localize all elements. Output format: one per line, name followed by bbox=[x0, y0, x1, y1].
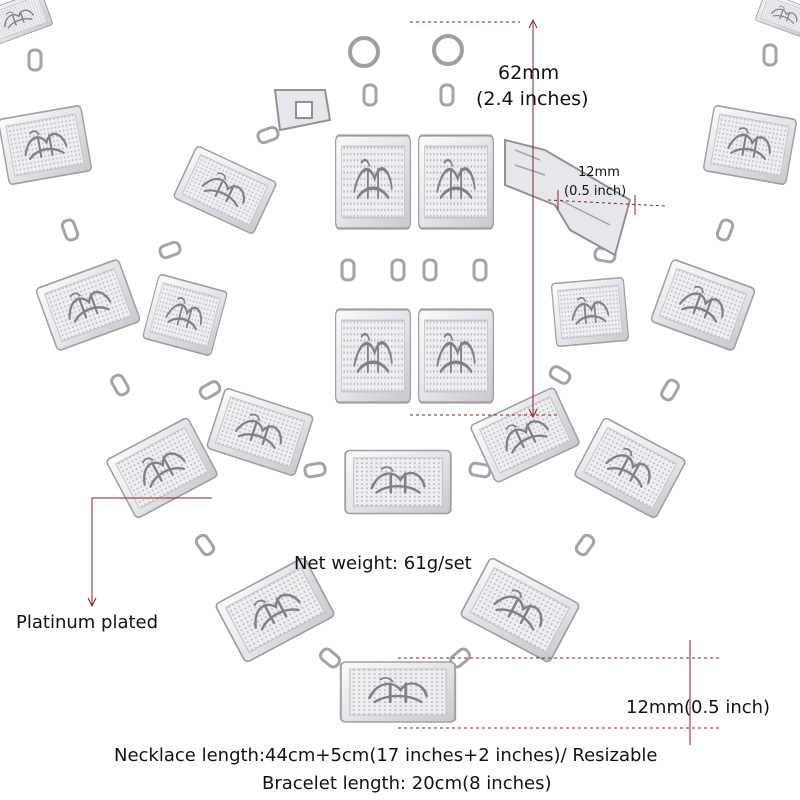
necklace-width-label: 12mm(0.5 inch) bbox=[626, 697, 771, 718]
plating-label: Platinum plated bbox=[16, 612, 159, 633]
net-weight-label: Net weight: 61g/set bbox=[294, 553, 472, 574]
earring-height-label: 62mm bbox=[498, 62, 560, 84]
bracelet bbox=[141, 89, 632, 515]
bracelet-width-label: 12mm bbox=[578, 165, 620, 180]
necklace-length-label: Necklace length:44cm+5cm(17 inches+2 inc… bbox=[114, 745, 658, 766]
necklace-center-plate bbox=[339, 660, 457, 724]
bracelet-length-label: Bracelet length: 20cm(8 inches) bbox=[262, 773, 552, 794]
dimension-lines bbox=[87, 18, 720, 745]
bracelet-width-inches-label: (0.5 inch) bbox=[564, 184, 627, 199]
earring-height-inches-label: (2.4 inches) bbox=[476, 88, 589, 110]
earrings bbox=[333, 34, 496, 405]
